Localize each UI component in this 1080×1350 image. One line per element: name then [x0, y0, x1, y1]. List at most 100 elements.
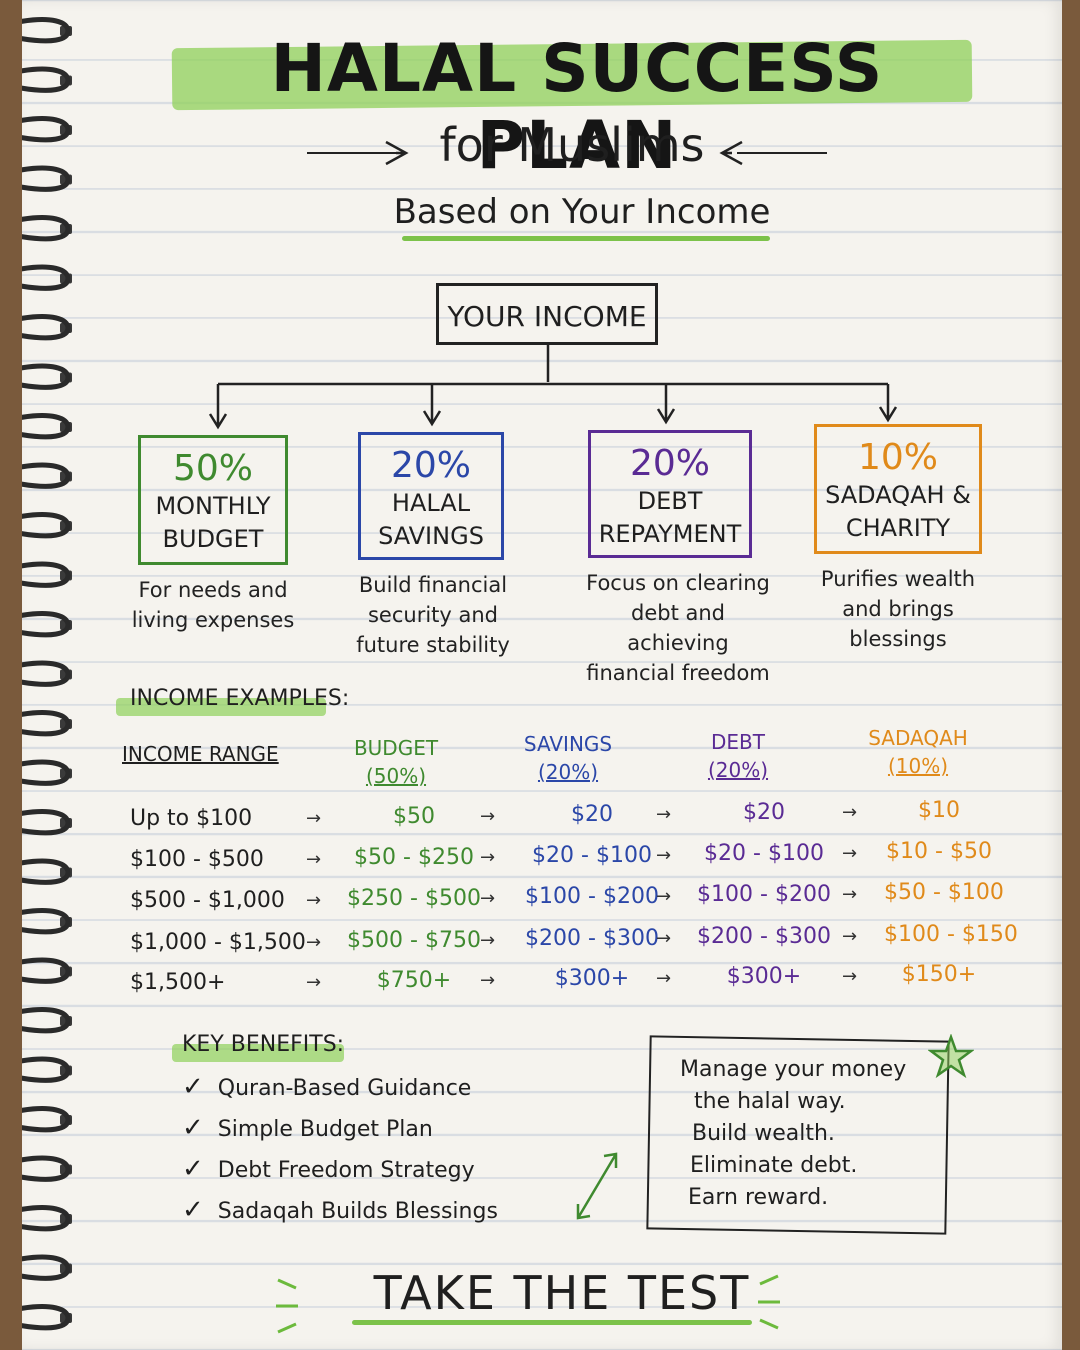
table-cell: $200 - $300: [697, 923, 831, 949]
based-on-underline: [402, 236, 770, 241]
table-cell: $50 - $100: [884, 880, 1004, 905]
header-label: SADAQAH: [868, 726, 968, 750]
desc-line: Purifies wealth: [820, 567, 976, 591]
category-percent: 20%: [629, 443, 710, 484]
category-desc-budget: For needs and living expenses: [118, 575, 308, 635]
category-name: SAVINGS: [378, 522, 484, 550]
list-item: ✓Sadaqah Builds Blessings: [182, 1195, 542, 1236]
binding-ring: [22, 561, 71, 588]
header-label: INCOME RANGE: [122, 742, 279, 766]
binding-ring: [22, 17, 71, 44]
cta-underline: [352, 1320, 752, 1325]
row-arrow-icon: →: [842, 802, 858, 823]
binding-ring: [22, 363, 71, 390]
take-test-button[interactable]: TAKE THE TEST: [373, 1266, 751, 1320]
benefit-label: Debt Freedom Strategy: [217, 1158, 475, 1183]
table-cell: $500 - $750: [347, 927, 481, 953]
category-desc-sadaqah: Purifies wealth and brings blessings: [808, 564, 988, 654]
benefits-list: ✓Quran-Based Guidance ✓Simple Budget Pla…: [182, 1072, 542, 1236]
binding-ring: [22, 1106, 71, 1133]
table-cell: $750+: [376, 968, 452, 993]
desc-line: Build financial: [358, 573, 508, 597]
binding-ring: [22, 611, 71, 638]
arrow-to-sadaqah: [878, 384, 898, 423]
examples-highlight: [116, 698, 326, 716]
desc-line: living expenses: [131, 608, 295, 632]
table-cell: $20 - $100: [532, 842, 652, 868]
arrow-to-debt: [656, 384, 676, 425]
header-income-range: INCOME RANGE: [122, 740, 292, 768]
binding-ring: [22, 1254, 71, 1281]
notebook-page: HALAL SUCCESS PLAN for Muslims Based on …: [22, 0, 1062, 1350]
category-name: DEBT: [637, 487, 703, 515]
row-arrow-icon: →: [656, 886, 672, 907]
row-arrow-icon: →: [656, 968, 672, 989]
category-box-debt: 20% DEBT REPAYMENT: [588, 430, 752, 558]
spiral-binding: [22, 17, 72, 1331]
binding-ring: [22, 512, 71, 539]
table-cell: $50: [393, 804, 435, 829]
arrow-to-savings: [422, 384, 442, 427]
binding-ring: [22, 1155, 71, 1182]
desc-line: blessings: [849, 627, 947, 651]
row-arrow-icon: →: [842, 884, 858, 905]
list-item: ✓Debt Freedom Strategy: [182, 1154, 542, 1195]
desc-line: and brings: [842, 597, 954, 621]
note-line: the halal way.: [694, 1089, 846, 1114]
row-arrow-icon: →: [480, 929, 496, 951]
binding-ring: [22, 314, 71, 341]
note-line: Earn reward.: [688, 1185, 829, 1210]
header-label: (10%): [887, 754, 949, 778]
header-savings: SAVINGS (20%): [508, 730, 628, 786]
row-arrow-icon: →: [306, 972, 322, 993]
table-cell: $20 - $100: [704, 840, 824, 866]
header-label: (20%): [707, 758, 769, 782]
examples-section-title: INCOME EXAMPLES:: [130, 686, 350, 711]
binding-ring: [22, 66, 71, 93]
table-cell: $250 - $500: [347, 886, 481, 911]
note-line: Build wealth.: [692, 1121, 835, 1146]
benefit-label: Simple Budget Plan: [217, 1117, 433, 1142]
check-icon: ✓: [182, 1113, 204, 1143]
header-sadaqah: SADAQAH (10%): [858, 724, 978, 780]
category-name: MONTHLY: [155, 492, 271, 520]
desc-line: future stability: [356, 633, 510, 657]
table-cell: $100 - $150: [884, 921, 1018, 947]
header-label: (50%): [365, 764, 427, 788]
row-arrow-icon: →: [656, 927, 672, 949]
row-arrow-icon: →: [306, 808, 322, 829]
header-budget: BUDGET (50%): [336, 734, 456, 790]
category-desc-debt: Focus on clearing debt and achieving fin…: [578, 568, 778, 688]
header-label: SAVINGS: [523, 732, 613, 756]
category-name: CHARITY: [845, 514, 951, 542]
binding-ring: [22, 1205, 71, 1232]
table-cell: $1,500+: [130, 970, 226, 995]
binding-ring: [22, 908, 71, 935]
table-cell: $20: [743, 800, 785, 825]
table-cell: $100 - $200: [697, 882, 831, 907]
based-on-label: Based on Your Income: [393, 192, 771, 232]
binding-ring: [22, 116, 71, 143]
category-name: REPAYMENT: [598, 520, 742, 548]
check-icon: ✓: [182, 1072, 204, 1102]
binding-ring: [22, 660, 71, 687]
double-arrow-icon: [576, 1152, 618, 1220]
benefits-highlight: [172, 1044, 344, 1062]
table-cell: $100 - $200: [525, 884, 659, 909]
table-cell: $50 - $250: [354, 844, 474, 870]
header-label: DEBT: [711, 730, 765, 754]
category-box-sadaqah: 10% SADAQAH & CHARITY: [814, 424, 982, 554]
page-title: HALAL SUCCESS PLAN: [270, 30, 884, 184]
benefit-label: Sadaqah Builds Blessings: [217, 1199, 498, 1224]
row-arrow-icon: →: [842, 966, 858, 987]
binding-ring: [22, 165, 71, 192]
table-cell: Up to $100: [130, 806, 253, 831]
binding-ring: [22, 809, 71, 836]
desc-line: debt and achieving: [627, 601, 729, 655]
binding-ring: [22, 710, 71, 737]
binding-ring: [22, 1007, 71, 1034]
note-line: Manage your money: [680, 1057, 907, 1082]
table-cell: $1,000 - $1,500: [130, 929, 306, 955]
row-arrow-icon: →: [656, 804, 672, 825]
row-arrow-icon: →: [656, 844, 672, 866]
